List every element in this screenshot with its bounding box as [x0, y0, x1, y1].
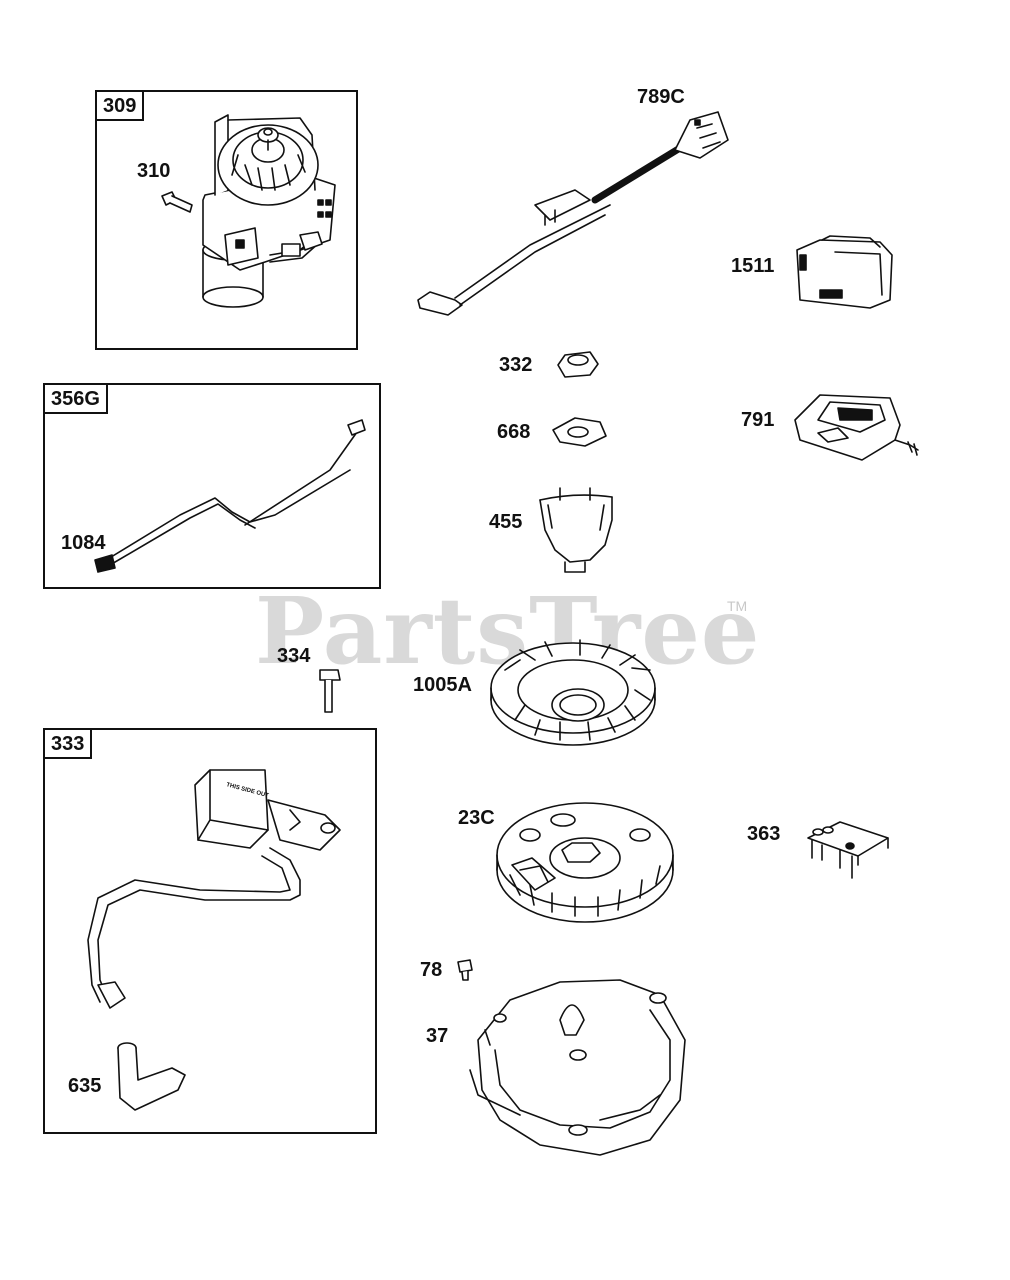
part-label-37: 37	[426, 1025, 449, 1047]
part-label-310: 310	[137, 160, 171, 182]
part-label-668: 668	[497, 421, 531, 443]
bolt-310-drawing	[162, 192, 192, 212]
part-label-789c: 789C	[637, 86, 685, 108]
trademark-mark: TM	[727, 598, 748, 614]
starter-motor-drawing	[203, 115, 335, 307]
harness-789c-drawing	[418, 112, 728, 315]
group-label-309: 309	[95, 90, 145, 121]
part-label-791: 791	[741, 409, 775, 431]
cup-455-drawing	[540, 488, 612, 572]
part-label-635: 635	[68, 1075, 102, 1097]
part-label-1084: 1084	[61, 532, 106, 554]
part-label-363: 363	[747, 823, 781, 845]
part-label-78: 78	[420, 959, 443, 981]
nut-332-drawing	[558, 352, 598, 377]
part-label-455: 455	[489, 511, 523, 533]
battery-1511-drawing	[797, 236, 892, 308]
part-label-334: 334	[277, 645, 311, 667]
part-label-23c: 23C	[458, 807, 495, 829]
housing-37-drawing	[470, 980, 685, 1155]
part-label-1511: 1511	[731, 255, 775, 277]
group-box-333: 333	[43, 728, 377, 1134]
screw-78-drawing	[458, 960, 472, 980]
group-box-309: 309	[95, 90, 358, 350]
group-box-356g: 356G	[43, 383, 381, 589]
group-label-356g: 356G	[43, 383, 108, 414]
ignition-coil-drawing	[88, 770, 340, 1008]
flywheel-1005a-drawing	[491, 640, 655, 745]
charger-791-drawing	[795, 395, 918, 460]
spark-boot-635-drawing	[118, 1043, 185, 1110]
stator-23c-drawing	[497, 803, 673, 922]
part-label-332: 332	[499, 354, 533, 376]
wire-1084-drawing	[95, 420, 365, 572]
bracket-363-drawing	[808, 822, 888, 878]
part-label-1005a: 1005A	[413, 674, 472, 696]
group-label-333: 333	[43, 728, 93, 759]
bolt-334-drawing	[320, 670, 340, 712]
washer-668-drawing	[553, 418, 606, 446]
